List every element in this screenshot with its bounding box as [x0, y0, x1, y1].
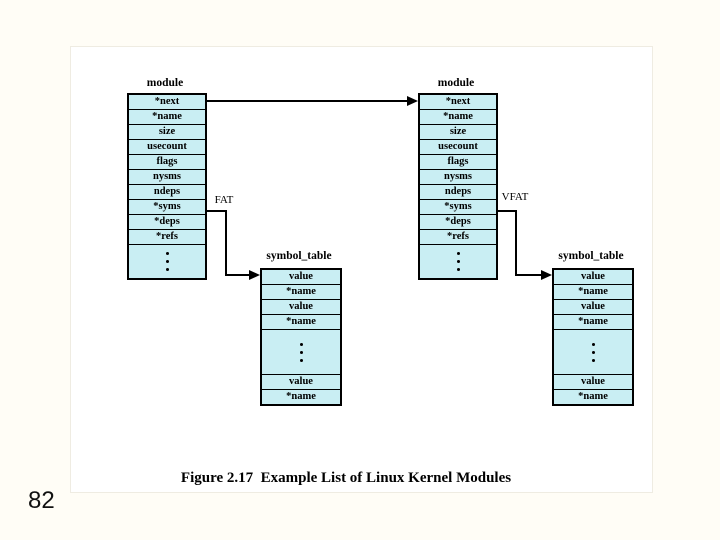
table-cell: ndeps [420, 185, 496, 200]
table-cell: ndeps [129, 185, 205, 200]
table-cell: *next [129, 95, 205, 110]
vertical-ellipsis-icon [554, 330, 632, 375]
table-cell: flags [129, 155, 205, 170]
table-cell: *deps [420, 215, 496, 230]
figure-caption: Figure 2.17 Example List of Linux Kernel… [180, 470, 512, 486]
table-cell: *next [420, 95, 496, 110]
module-table-fat-title: module [146, 77, 184, 89]
table-cell: *name [554, 390, 632, 404]
table-cell: value [262, 270, 340, 285]
table-cell: *name [554, 315, 632, 330]
table-cell: usecount [420, 140, 496, 155]
table-cell: *name [262, 315, 340, 330]
table-cell: *syms [129, 200, 205, 215]
vertical-ellipsis-icon [129, 245, 205, 278]
table-cell: *syms [420, 200, 496, 215]
table-cell: *refs [129, 230, 205, 245]
table-cell: value [554, 375, 632, 390]
edge-label-fat: FAT [214, 194, 234, 206]
table-cell: size [129, 125, 205, 140]
table-cell: value [554, 270, 632, 285]
page-number: 82 [28, 487, 55, 514]
table-cell: *name [554, 285, 632, 300]
table-cell: nysms [420, 170, 496, 185]
symbol-table-fat-title: symbol_table [266, 250, 332, 262]
table-cell: size [420, 125, 496, 140]
module-table-vfat: *next *name size usecount flags nysms nd… [418, 93, 498, 280]
table-cell: nysms [129, 170, 205, 185]
table-cell: *refs [420, 230, 496, 245]
edge-label-vfat: VFAT [501, 191, 529, 203]
vertical-ellipsis-icon [420, 245, 496, 278]
table-cell: *name [262, 390, 340, 404]
table-cell: *deps [129, 215, 205, 230]
table-cell: *name [129, 110, 205, 125]
table-cell: value [554, 300, 632, 315]
table-cell: usecount [129, 140, 205, 155]
symbol-table-vfat-title: symbol_table [558, 250, 624, 262]
symbol-table-fat: value *name value *name value *name [260, 268, 342, 406]
module-table-vfat-title: module [437, 77, 475, 89]
table-cell: *name [420, 110, 496, 125]
module-table-fat: *next *name size usecount flags nysms nd… [127, 93, 207, 280]
table-cell: *name [262, 285, 340, 300]
symbol-table-vfat: value *name value *name value *name [552, 268, 634, 406]
vertical-ellipsis-icon [262, 330, 340, 375]
table-cell: value [262, 375, 340, 390]
table-cell: flags [420, 155, 496, 170]
table-cell: value [262, 300, 340, 315]
